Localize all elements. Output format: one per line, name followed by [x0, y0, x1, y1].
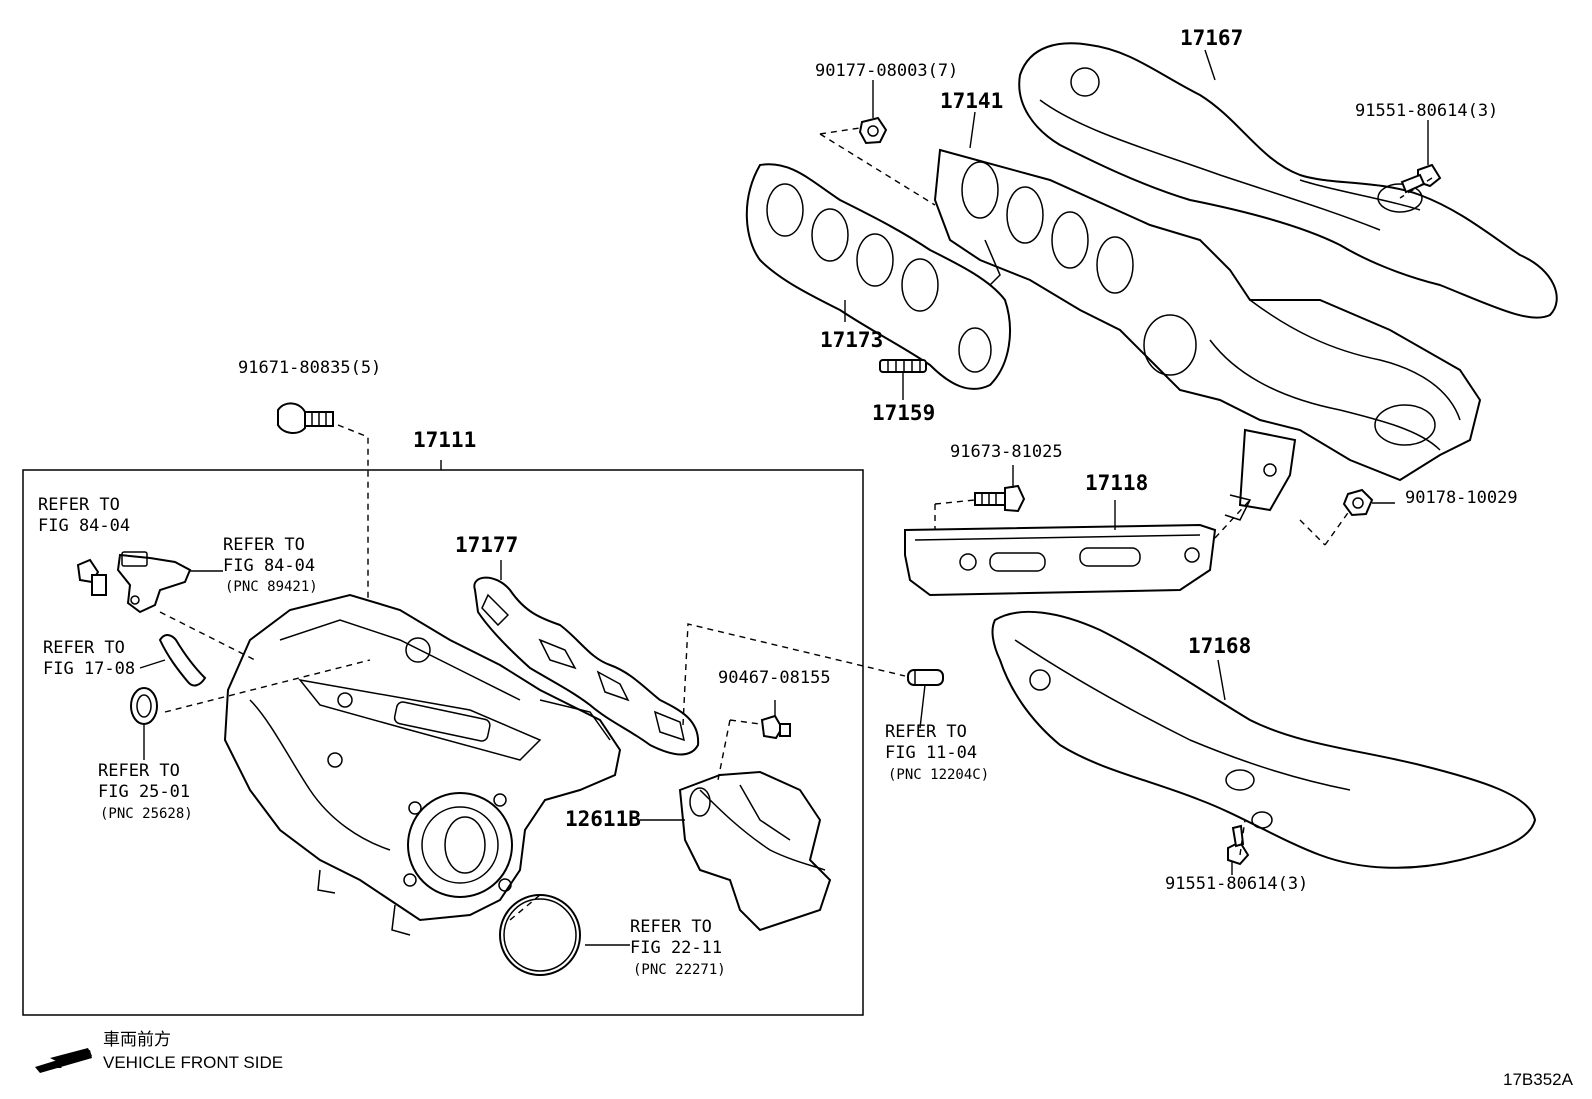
label-17167: 17167: [1180, 26, 1243, 50]
leader-lines: [139, 49, 1429, 946]
label-90178: 90178-10029: [1405, 488, 1518, 508]
direction-label-jp: 車両前方: [103, 1030, 171, 1049]
label-17159: 17159: [872, 401, 935, 425]
bolt-91673[interactable]: [974, 484, 1026, 513]
gasket-17177[interactable]: [473, 576, 700, 756]
bolt-91551-top[interactable]: [1400, 163, 1442, 194]
label-17118: 17118: [1085, 471, 1148, 495]
refer-22-11-line1: REFER TO: [630, 917, 712, 937]
refer-11-04-line2: FIG 11-04: [885, 743, 977, 763]
dashed-guides: [159, 127, 1433, 921]
intake-manifold-17111[interactable]: [223, 593, 622, 936]
label-91673: 91673-81025: [950, 442, 1063, 462]
refer-84-04-b-line2: FIG 84-04: [223, 556, 315, 576]
refer-17-08-line1: REFER TO: [43, 638, 125, 658]
refer-11-04-line1: REFER TO: [885, 722, 967, 742]
gasket-ring-refer-22-11[interactable]: [499, 894, 581, 976]
label-90177: 90177-08003(7): [815, 61, 958, 81]
sensor-bolt[interactable]: [76, 558, 107, 596]
heat-insulator-17168[interactable]: [991, 610, 1537, 869]
refer-17-08-line2: FIG 17-08: [43, 659, 135, 679]
pipe-refer-11-04[interactable]: [907, 669, 944, 686]
insulator-12611b[interactable]: [678, 770, 832, 932]
nut-90178[interactable]: [1342, 488, 1374, 517]
heat-insulator-17167[interactable]: [1018, 42, 1558, 319]
refer-11-04-pnc: (PNC 12204C): [888, 767, 989, 783]
label-17177: 17177: [455, 533, 518, 557]
refer-25-01-pnc: (PNC 25628): [100, 806, 193, 822]
refer-22-11-pnc: (PNC 22271): [633, 962, 726, 978]
label-17168: 17168: [1188, 634, 1251, 658]
label-17173: 17173: [820, 328, 883, 352]
stud-bolt-17159[interactable]: [879, 359, 927, 373]
drawing-id: 17B352A: [1503, 1070, 1574, 1089]
exhaust-manifold-17141[interactable]: [933, 148, 1482, 521]
vehicle-front-arrow-icon: [35, 1048, 92, 1073]
direction-label-en: VEHICLE FRONT SIDE: [103, 1053, 283, 1072]
label-17111: 17111: [413, 428, 476, 452]
o-ring-refer-25-01[interactable]: [130, 687, 158, 725]
refer-25-01-line1: REFER TO: [98, 761, 180, 781]
label-91551-bottom: 91551-80614(3): [1165, 874, 1308, 894]
refer-84-04-a-line2: FIG 84-04: [38, 516, 130, 536]
label-91671: 91671-80835(5): [238, 358, 381, 378]
refer-25-01-line2: FIG 25-01: [98, 782, 190, 802]
refer-84-04-b-pnc: (PNC 89421): [225, 579, 318, 595]
label-17141: 17141: [940, 89, 1003, 113]
bolt-91551-bottom[interactable]: [1227, 824, 1250, 866]
sensor-bracket[interactable]: [116, 551, 192, 614]
label-90467: 90467-08155: [718, 668, 831, 688]
bolt-90467[interactable]: [760, 714, 791, 740]
manifold-stay-17118[interactable]: [904, 523, 1217, 597]
refer-22-11-line2: FIG 22-11: [630, 938, 722, 958]
refer-84-04-b-line1: REFER TO: [223, 535, 305, 555]
label-12611b: 12611B: [565, 807, 641, 831]
label-91551-top: 91551-80614(3): [1355, 101, 1498, 121]
nut-90177[interactable]: [858, 116, 888, 145]
gasket-17173[interactable]: [745, 163, 1011, 390]
hose-refer-17-08[interactable]: [158, 634, 207, 687]
refer-84-04-a-line1: REFER TO: [38, 495, 120, 515]
assembly-box-17111: [22, 469, 864, 1016]
bolt-91671[interactable]: [277, 402, 334, 434]
